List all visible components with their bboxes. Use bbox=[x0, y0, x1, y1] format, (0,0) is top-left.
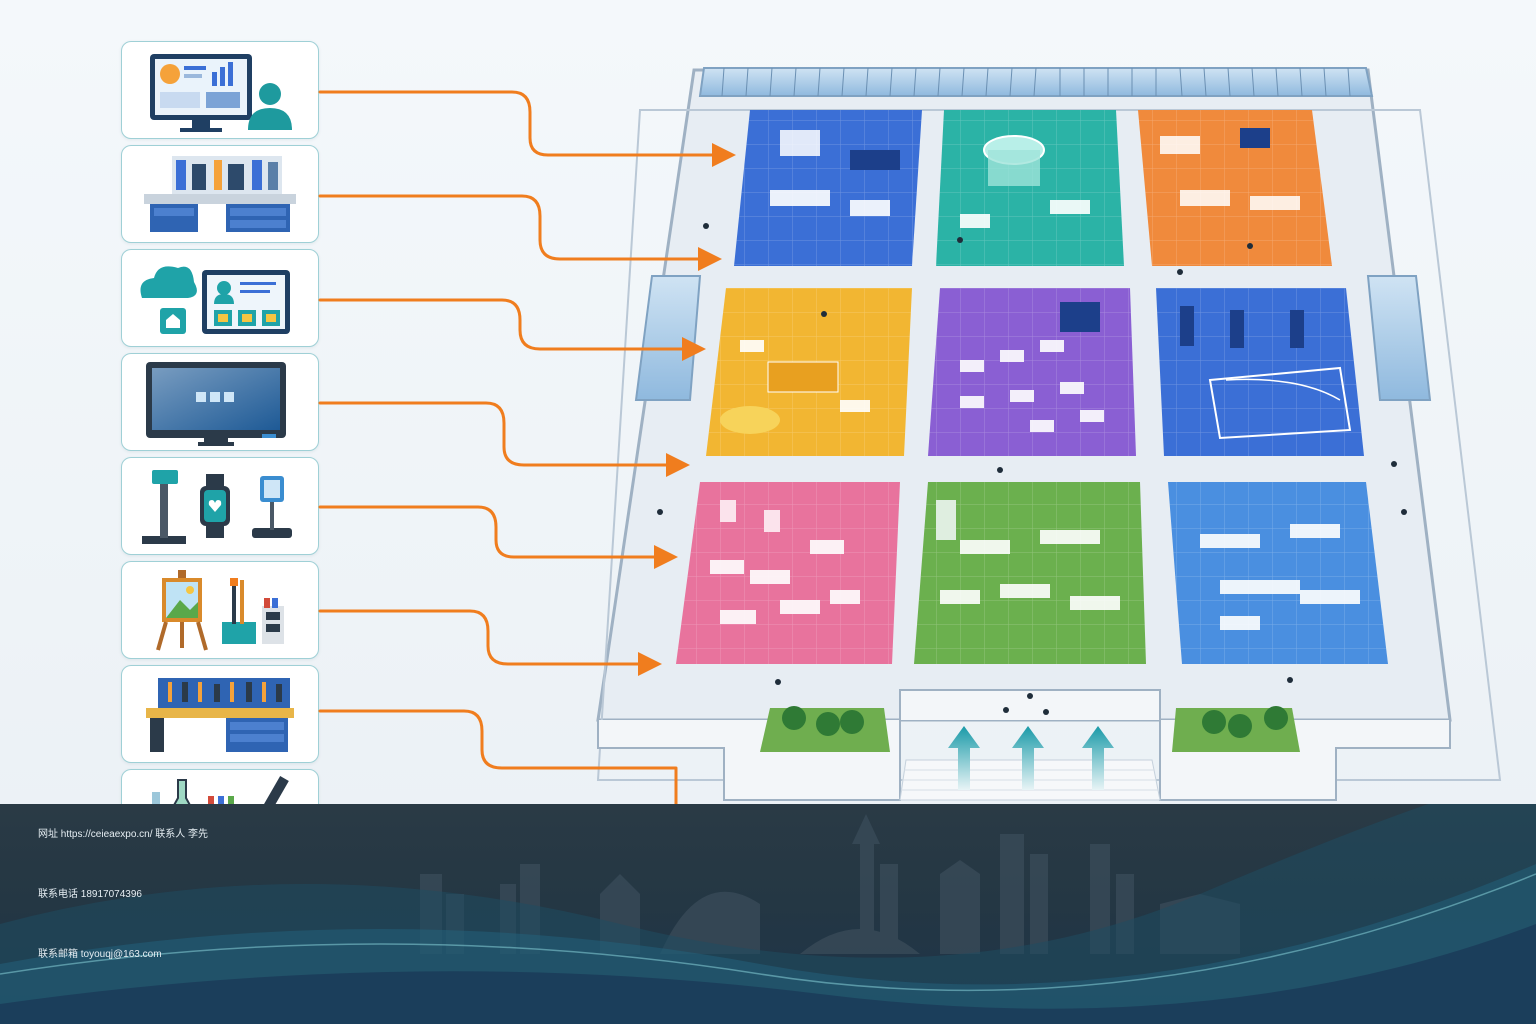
zone-fitness bbox=[1156, 288, 1364, 456]
city-skyline-wave bbox=[0, 804, 1536, 1024]
contact-email[interactable]: 联系邮箱 toyouqj@163.com bbox=[38, 949, 162, 960]
cloud-learning-screen-icon bbox=[140, 266, 290, 334]
card-maker-workshop[interactable] bbox=[121, 665, 319, 763]
card-electronics-lab[interactable] bbox=[121, 145, 319, 243]
zone-science bbox=[1168, 482, 1388, 664]
monitor-dashboard-user-icon bbox=[150, 54, 292, 132]
card-information-technology[interactable] bbox=[121, 41, 319, 139]
zone-robotics bbox=[1138, 110, 1332, 266]
card-smart-education[interactable] bbox=[121, 249, 319, 347]
interactive-display-icon bbox=[146, 362, 286, 446]
zone-maker bbox=[914, 482, 1146, 664]
contact-footer: 网址 https://ceieaexpo.cn/ 联系人 李先 联系电话 189… bbox=[0, 804, 1536, 1024]
entrance-arrows bbox=[948, 726, 1114, 790]
card-health-fitness[interactable] bbox=[121, 457, 319, 555]
contact-website[interactable]: 网址 https://ceieaexpo.cn/ 联系人 李先 bbox=[38, 829, 209, 840]
tool-workbench-icon bbox=[146, 678, 294, 752]
zone-kids bbox=[706, 288, 912, 456]
contact-phone[interactable]: 联系电话 18917074396 bbox=[38, 889, 142, 900]
card-art-studio[interactable] bbox=[121, 561, 319, 659]
zone-it bbox=[734, 110, 922, 266]
fitness-scale-watch-icon bbox=[142, 470, 292, 544]
zone-classroom bbox=[928, 288, 1136, 456]
garden-right bbox=[1172, 706, 1300, 752]
garden-left bbox=[760, 706, 890, 752]
electronics-workbench-icon bbox=[144, 156, 296, 232]
zone-vr bbox=[936, 110, 1124, 266]
card-smart-display[interactable] bbox=[121, 353, 319, 451]
easel-palette-icon bbox=[156, 570, 284, 651]
connector-arrowheads bbox=[638, 143, 736, 676]
zone-art bbox=[676, 482, 900, 664]
